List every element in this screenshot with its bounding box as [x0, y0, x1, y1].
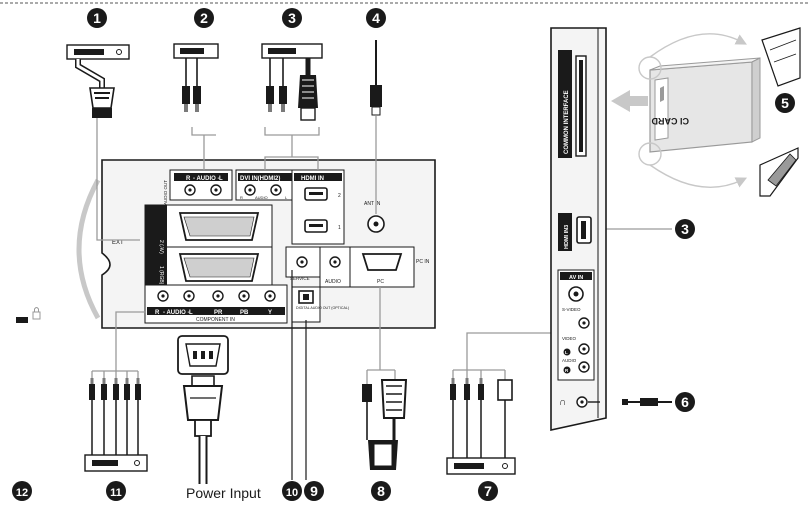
audio-out-label: AUDIO OUT	[163, 180, 168, 205]
callout-8: 8	[377, 483, 385, 499]
comp-pb-label: PB	[240, 310, 249, 316]
hdmi-2-label: 2	[338, 193, 341, 199]
dvi-audio-block: DVI IN(HDMI2) R AUDIO L	[235, 169, 295, 201]
callout-6: 6	[681, 394, 689, 410]
scart-1-label: 1 (RGB)	[158, 266, 164, 285]
side-r-label: R	[565, 368, 569, 373]
audio-l-label: L	[219, 176, 223, 182]
side-panel: COMMON INTERFACE HDMI IN3 AV IN S-VIDEO …	[550, 27, 607, 431]
callout-1: 1	[93, 10, 101, 26]
callout-10: 10	[286, 487, 298, 499]
guide-lines	[96, 116, 672, 371]
callout-5: 5	[781, 95, 789, 111]
av-in-label: AV IN	[569, 275, 583, 281]
comp-y-label: Y	[268, 310, 272, 316]
pc-label: PC	[377, 279, 384, 285]
line-3	[264, 127, 320, 170]
antenna-cable	[370, 40, 382, 116]
optical-label: DIGITAL AUDIO OUT (OPTICAL)	[296, 306, 349, 310]
rear-panel: R - AUDIO - L AUDIO OUT DVI IN(HDMI2) R …	[76, 159, 436, 329]
callout-6-badge	[675, 392, 695, 412]
audio-text-label: - AUDIO -	[193, 176, 219, 182]
pc-vga-port	[361, 253, 403, 271]
hdmi-dvi-cable	[261, 43, 323, 121]
callout-2-badge	[194, 8, 214, 28]
pc-cable	[362, 369, 408, 470]
callout-9-badge	[304, 481, 324, 501]
callout-1-badge	[87, 8, 107, 28]
callout-5-badge	[775, 93, 795, 113]
kensington-lock-icon	[16, 307, 41, 323]
audio-out-block: R - AUDIO - L AUDIO OUT	[163, 169, 233, 205]
line-2	[191, 127, 216, 170]
audio-rca-cable	[173, 43, 219, 112]
callout-3-side: 3	[681, 221, 689, 237]
ant-in-label: ANT IN	[364, 201, 381, 207]
comp-r-label: R	[155, 310, 160, 316]
callout-3-badge	[282, 8, 302, 28]
dvi-r-label: R	[240, 195, 243, 200]
dvi-audio-label: AUDIO	[255, 195, 268, 200]
headphone-icon: ∩	[559, 397, 566, 408]
common-interface-band	[558, 50, 572, 158]
callout-12: 12	[16, 487, 28, 499]
callout-3: 3	[288, 10, 296, 26]
callout-3-side-badge	[675, 219, 695, 239]
component-in-label: COMPONENT IN	[196, 317, 235, 323]
line-7	[466, 332, 560, 370]
video-label: VIDEO	[562, 336, 577, 341]
component-cable	[84, 370, 148, 472]
callout-4: 4	[372, 10, 380, 26]
callout-9: 9	[310, 483, 318, 499]
power-socket	[177, 335, 229, 484]
callout-8-badge	[371, 481, 391, 501]
callout-10-badge	[282, 481, 302, 501]
power-input-caption: Power Input	[186, 485, 261, 501]
hdmi-in-label: HDMI IN	[301, 176, 324, 182]
ci-card-module: CI CARD	[611, 27, 801, 197]
pc-in-label: PC IN	[416, 259, 430, 265]
service-audio-pc-block: SERVICE AUDIO PC PC IN	[285, 246, 430, 288]
ci-card-label: CI CARD	[651, 116, 689, 126]
headphone-cable	[588, 398, 672, 406]
s-video-label: S-VIDEO	[562, 307, 581, 312]
common-interface-label: COMMON INTERFACE	[564, 90, 570, 154]
dvi-l-label: L	[285, 195, 288, 200]
side-l-label: L	[565, 350, 568, 355]
comp-pr-label: PR	[214, 310, 223, 316]
callout-4-badge	[366, 8, 386, 28]
line-11	[115, 311, 146, 371]
callout-11: 11	[110, 487, 122, 499]
rear-panel-curve	[76, 178, 101, 320]
callout-7: 7	[484, 483, 492, 499]
scart-cable	[66, 44, 130, 118]
scart-block: 2 (AV) 1 (RGB) EXT	[112, 204, 273, 290]
av-cable	[446, 369, 516, 475]
line-1	[96, 118, 140, 241]
callout-2: 2	[200, 10, 208, 26]
callout-11-badge	[106, 481, 126, 501]
hdmi-1-label: 1	[338, 225, 341, 231]
comp-l-label: L	[189, 310, 193, 316]
callout-badges: 1 2 3 4 5 3 6 7 8 9 10 11 12	[12, 8, 795, 501]
callout-7-badge	[478, 481, 498, 501]
ext-label: EXT	[112, 240, 124, 246]
pc-audio-label: AUDIO	[325, 279, 341, 285]
optical-block: DIGITAL AUDIO OUT (OPTICAL)	[291, 286, 349, 323]
antenna-input: ANT IN	[364, 201, 385, 233]
dvi-in-label: DVI IN(HDMI2)	[240, 176, 280, 182]
hdmi-block: HDMI IN 2 1	[291, 169, 345, 245]
audio-r-label: R	[186, 176, 191, 182]
component-block: R - AUDIO - L PR PB Y COMPONENT IN	[144, 284, 288, 324]
comp-audio-label: - AUDIO -	[163, 310, 189, 316]
service-label: SERVICE	[290, 276, 310, 281]
side-audio-label: AUDIO	[562, 358, 577, 363]
hdmi3-label: HDMI IN3	[564, 225, 570, 249]
callout-12-badge	[12, 481, 32, 501]
